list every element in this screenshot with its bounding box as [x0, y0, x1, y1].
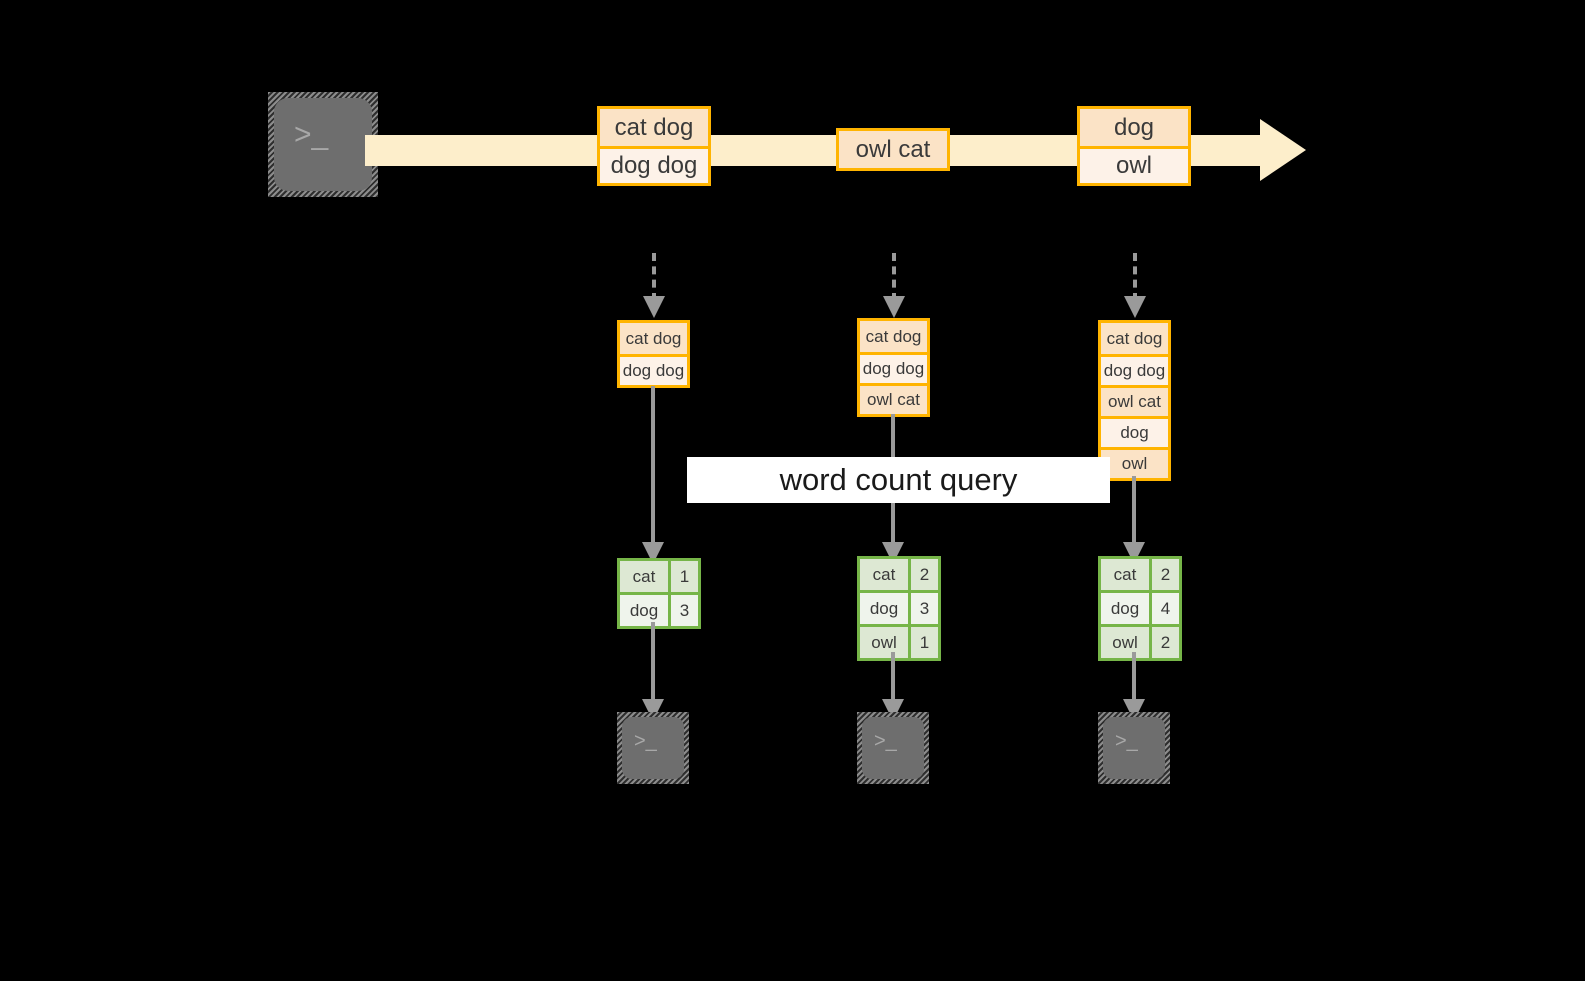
- result-row: owl 1: [860, 624, 938, 658]
- stream-to-snapshot-arrowhead-3: [1124, 296, 1146, 318]
- result-row: dog 3: [620, 592, 698, 626]
- terminal-prompt-glyph: >_: [1115, 730, 1138, 752]
- terminal-screen: >_: [622, 717, 684, 779]
- snapshot-2: cat dog dog dog owl cat: [857, 318, 930, 417]
- snapshot-1: cat dog dog dog: [617, 320, 690, 388]
- stream-to-snapshot-connector-3: [1133, 253, 1137, 301]
- stream-message-1: cat dog dog dog: [597, 106, 711, 186]
- stream-to-snapshot-connector-2: [892, 253, 896, 301]
- snapshot-to-result-connector-3: [1132, 476, 1136, 547]
- snapshot-line: dog dog: [620, 354, 687, 385]
- event-stream-arrowhead: [1260, 119, 1306, 181]
- snapshot-3: cat dog dog dog owl cat dog owl: [1098, 320, 1171, 481]
- snapshot-line: dog dog: [860, 352, 927, 383]
- stream-message-line: owl cat: [839, 131, 947, 168]
- query-label-text: word count query: [779, 462, 1018, 497]
- snapshot-line: owl: [1101, 447, 1168, 478]
- result-row: owl 2: [1101, 624, 1179, 658]
- result-value: 3: [908, 593, 938, 624]
- result-key: owl: [860, 627, 908, 658]
- stream-message-line: owl: [1080, 146, 1188, 183]
- terminal-prompt-glyph: >_: [294, 118, 329, 151]
- result-key: dog: [620, 595, 668, 626]
- result-to-sink-connector-1: [651, 622, 655, 704]
- result-key: dog: [860, 593, 908, 624]
- result-to-sink-connector-3: [1132, 652, 1136, 704]
- stream-to-snapshot-arrowhead-2: [883, 296, 905, 318]
- query-label-banner: word count query: [687, 457, 1110, 503]
- snapshot-line: cat dog: [620, 323, 687, 354]
- snapshot-line: cat dog: [860, 321, 927, 352]
- snapshot-line: owl cat: [1101, 385, 1168, 416]
- result-row: dog 3: [860, 590, 938, 624]
- sink-terminal-icon-3: >_: [1098, 712, 1170, 784]
- result-row: cat 2: [1101, 559, 1179, 590]
- terminal-prompt-glyph: >_: [634, 730, 657, 752]
- stream-message-line: dog dog: [600, 146, 708, 183]
- terminal-screen: >_: [274, 98, 372, 191]
- result-table-3: cat 2 dog 4 owl 2: [1098, 556, 1182, 661]
- result-row: cat 1: [620, 561, 698, 592]
- terminal-screen: >_: [1103, 717, 1165, 779]
- result-key: cat: [860, 559, 908, 590]
- stream-to-snapshot-arrowhead-1: [643, 296, 665, 318]
- snapshot-line: dog: [1101, 416, 1168, 447]
- stream-to-snapshot-connector-1: [652, 253, 656, 301]
- result-value: 1: [908, 627, 938, 658]
- result-key: dog: [1101, 593, 1149, 624]
- stream-message-line: dog: [1080, 109, 1188, 146]
- result-value: 3: [668, 595, 698, 626]
- result-value: 1: [668, 561, 698, 592]
- result-value: 2: [1149, 559, 1179, 590]
- result-value: 2: [908, 559, 938, 590]
- result-value: 4: [1149, 593, 1179, 624]
- stream-message-2: owl cat: [836, 128, 950, 171]
- result-key: owl: [1101, 627, 1149, 658]
- result-key: cat: [1101, 559, 1149, 590]
- snapshot-line: cat dog: [1101, 323, 1168, 354]
- snapshot-to-result-connector-1: [651, 386, 655, 547]
- sink-terminal-icon-1: >_: [617, 712, 689, 784]
- terminal-screen: >_: [862, 717, 924, 779]
- result-row: cat 2: [860, 559, 938, 590]
- sink-terminal-icon-2: >_: [857, 712, 929, 784]
- terminal-prompt-glyph: >_: [874, 730, 897, 752]
- result-key: cat: [620, 561, 668, 592]
- source-terminal-icon: >_: [268, 92, 378, 197]
- result-table-2: cat 2 dog 3 owl 1: [857, 556, 941, 661]
- result-row: dog 4: [1101, 590, 1179, 624]
- result-table-1: cat 1 dog 3: [617, 558, 701, 629]
- snapshot-line: owl cat: [860, 383, 927, 414]
- snapshot-line: dog dog: [1101, 354, 1168, 385]
- stream-message-line: cat dog: [600, 109, 708, 146]
- stream-message-3: dog owl: [1077, 106, 1191, 186]
- result-to-sink-connector-2: [891, 652, 895, 704]
- result-value: 2: [1149, 627, 1179, 658]
